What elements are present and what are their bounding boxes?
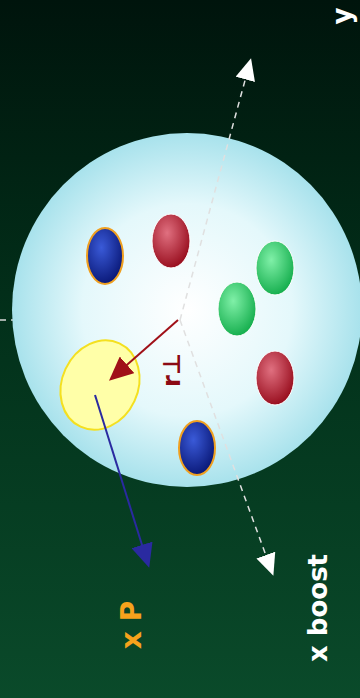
boost-label: x boost bbox=[305, 554, 331, 662]
vector-label: r⊥ bbox=[160, 353, 184, 387]
quark bbox=[87, 228, 123, 284]
axis-line bbox=[180, 62, 250, 320]
probed-parton bbox=[46, 327, 154, 442]
quark bbox=[256, 241, 294, 295]
momentum-vector bbox=[95, 395, 148, 564]
momentum-label: x P bbox=[118, 601, 146, 649]
nucleon-disk bbox=[12, 133, 360, 487]
quark bbox=[256, 351, 294, 405]
quark bbox=[218, 282, 256, 336]
quark bbox=[179, 421, 215, 475]
axis-line bbox=[180, 320, 272, 572]
quark bbox=[152, 214, 190, 268]
axis-label: y bbox=[329, 8, 355, 25]
